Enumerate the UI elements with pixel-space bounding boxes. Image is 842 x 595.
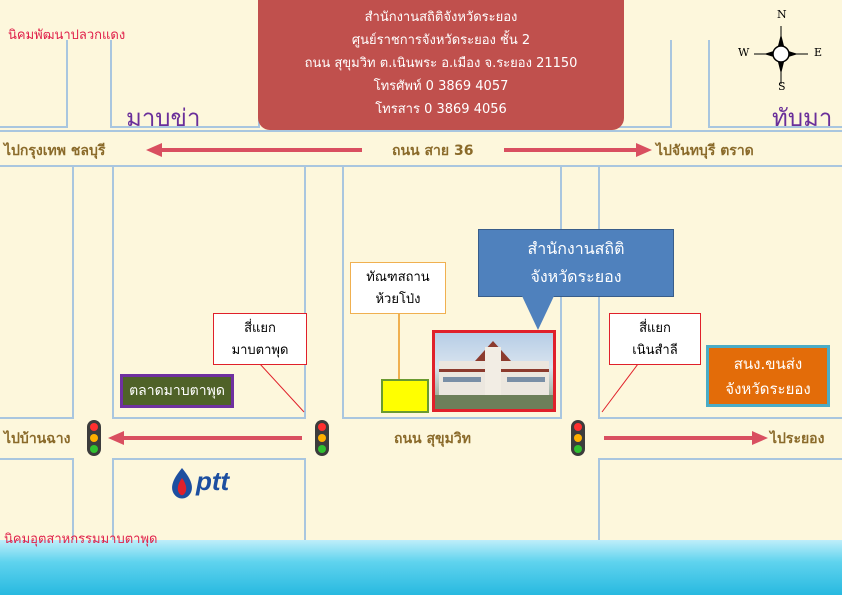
agency-line2: จังหวัดระยอง — [725, 380, 811, 398]
compass: N S W E — [730, 6, 840, 96]
compass-rose-icon — [754, 26, 808, 84]
intersection-right-pointer — [601, 364, 639, 413]
ptt-flame-icon — [172, 468, 192, 499]
to-chanthaburi-label: ไปจันทบุรี ตราด — [656, 143, 754, 159]
customs-line2: ห้วยโป่ง — [375, 292, 421, 307]
intersection-right-line2: เนินสำลี — [632, 343, 678, 358]
from-right-label: ทับมา — [772, 104, 833, 132]
compass-w: W — [738, 46, 750, 59]
office-building-image — [432, 330, 556, 412]
to-rayong-label: ไประยอง — [770, 431, 825, 447]
ptt-text: ptt — [196, 466, 230, 496]
city-block — [598, 458, 842, 540]
office-info-name: สำนักงานสถิติจังหวัดระยอง — [364, 10, 518, 25]
intersection-left-label: สี่แยก มาบตาพุด — [213, 313, 307, 365]
intersection-left-pointer — [259, 364, 305, 413]
compass-s: S — [778, 80, 786, 93]
office-info-address: ถนน สุขุมวิท ต.เนินพระ อ.เมือง จ.ระยอง 2… — [304, 56, 578, 71]
agency-label: สนง.ขนส่ง จังหวัดระยอง — [706, 345, 830, 407]
estate-top-label: นิคมพัฒนาปลวกแดง — [8, 28, 126, 43]
office-callout: สำนักงานสถิติ จังหวัดระยอง — [478, 229, 674, 297]
office-info-box: สำนักงานสถิติจังหวัดระยอง ศูนย์ราชการจัง… — [258, 0, 624, 130]
office-callout-pointer — [522, 296, 554, 330]
arrow-right-road36 — [504, 143, 652, 157]
city-block — [0, 40, 68, 128]
to-bangkok-label: ไปกรุงเทพ ชลบุรี — [4, 143, 106, 159]
intersection-left-line1: สี่แยก — [244, 321, 276, 336]
intersection-right-line1: สี่แยก — [639, 321, 671, 336]
office-info-phone: โทรศัพท์ 0 3869 4057 — [373, 79, 509, 94]
sea — [0, 540, 842, 595]
compass-e: E — [814, 46, 823, 59]
agency-line1: สนง.ขนส่ง — [733, 355, 803, 373]
intersection-right-label: สี่แยก เนินสำลี — [609, 313, 701, 365]
sukhumvit-road-label: ถนน สุขุมวิท — [394, 431, 471, 447]
city-block — [0, 165, 74, 419]
city-block — [618, 40, 672, 128]
arrow-left-road36 — [146, 143, 362, 157]
estate-bottom-label: นิคมอุตสาหกรรมมาบตาพุด — [4, 532, 158, 547]
city-block — [112, 458, 306, 540]
city-block — [0, 458, 74, 540]
traffic-light-icon — [571, 420, 585, 456]
building-icon — [435, 341, 553, 409]
customs-label: ทัณฑสถาน ห้วยโป่ง — [350, 262, 446, 314]
traffic-light-icon — [315, 420, 329, 456]
office-callout-line2: จังหวัดระยอง — [530, 267, 622, 286]
from-left-label: มาบข่า — [126, 104, 201, 132]
office-info-fax: โทรสาร 0 3869 4056 — [375, 102, 507, 117]
customs-location — [381, 379, 429, 413]
road-36-label: ถนน สาย 36 — [392, 143, 474, 159]
office-callout-line1: สำนักงานสถิติ — [527, 239, 625, 258]
office-info-floor: ศูนย์ราชการจังหวัดระยอง ชั้น 2 — [351, 33, 531, 48]
arrow-right-sukhumvit — [604, 431, 768, 445]
market-label: ตลาดมาบตาพุด — [120, 374, 234, 408]
to-ban-chang-label: ไปบ้านฉาง — [4, 431, 71, 447]
intersection-left-line2: มาบตาพุด — [231, 343, 289, 358]
road-edge — [0, 130, 842, 132]
customs-line1: ทัณฑสถาน — [366, 270, 430, 285]
traffic-light-icon — [87, 420, 101, 456]
city-block — [110, 40, 260, 128]
customs-pointer — [398, 314, 400, 380]
arrow-left-sukhumvit — [108, 431, 302, 445]
compass-n: N — [777, 8, 787, 21]
market-text: ตลาดมาบตาพุด — [129, 383, 225, 399]
